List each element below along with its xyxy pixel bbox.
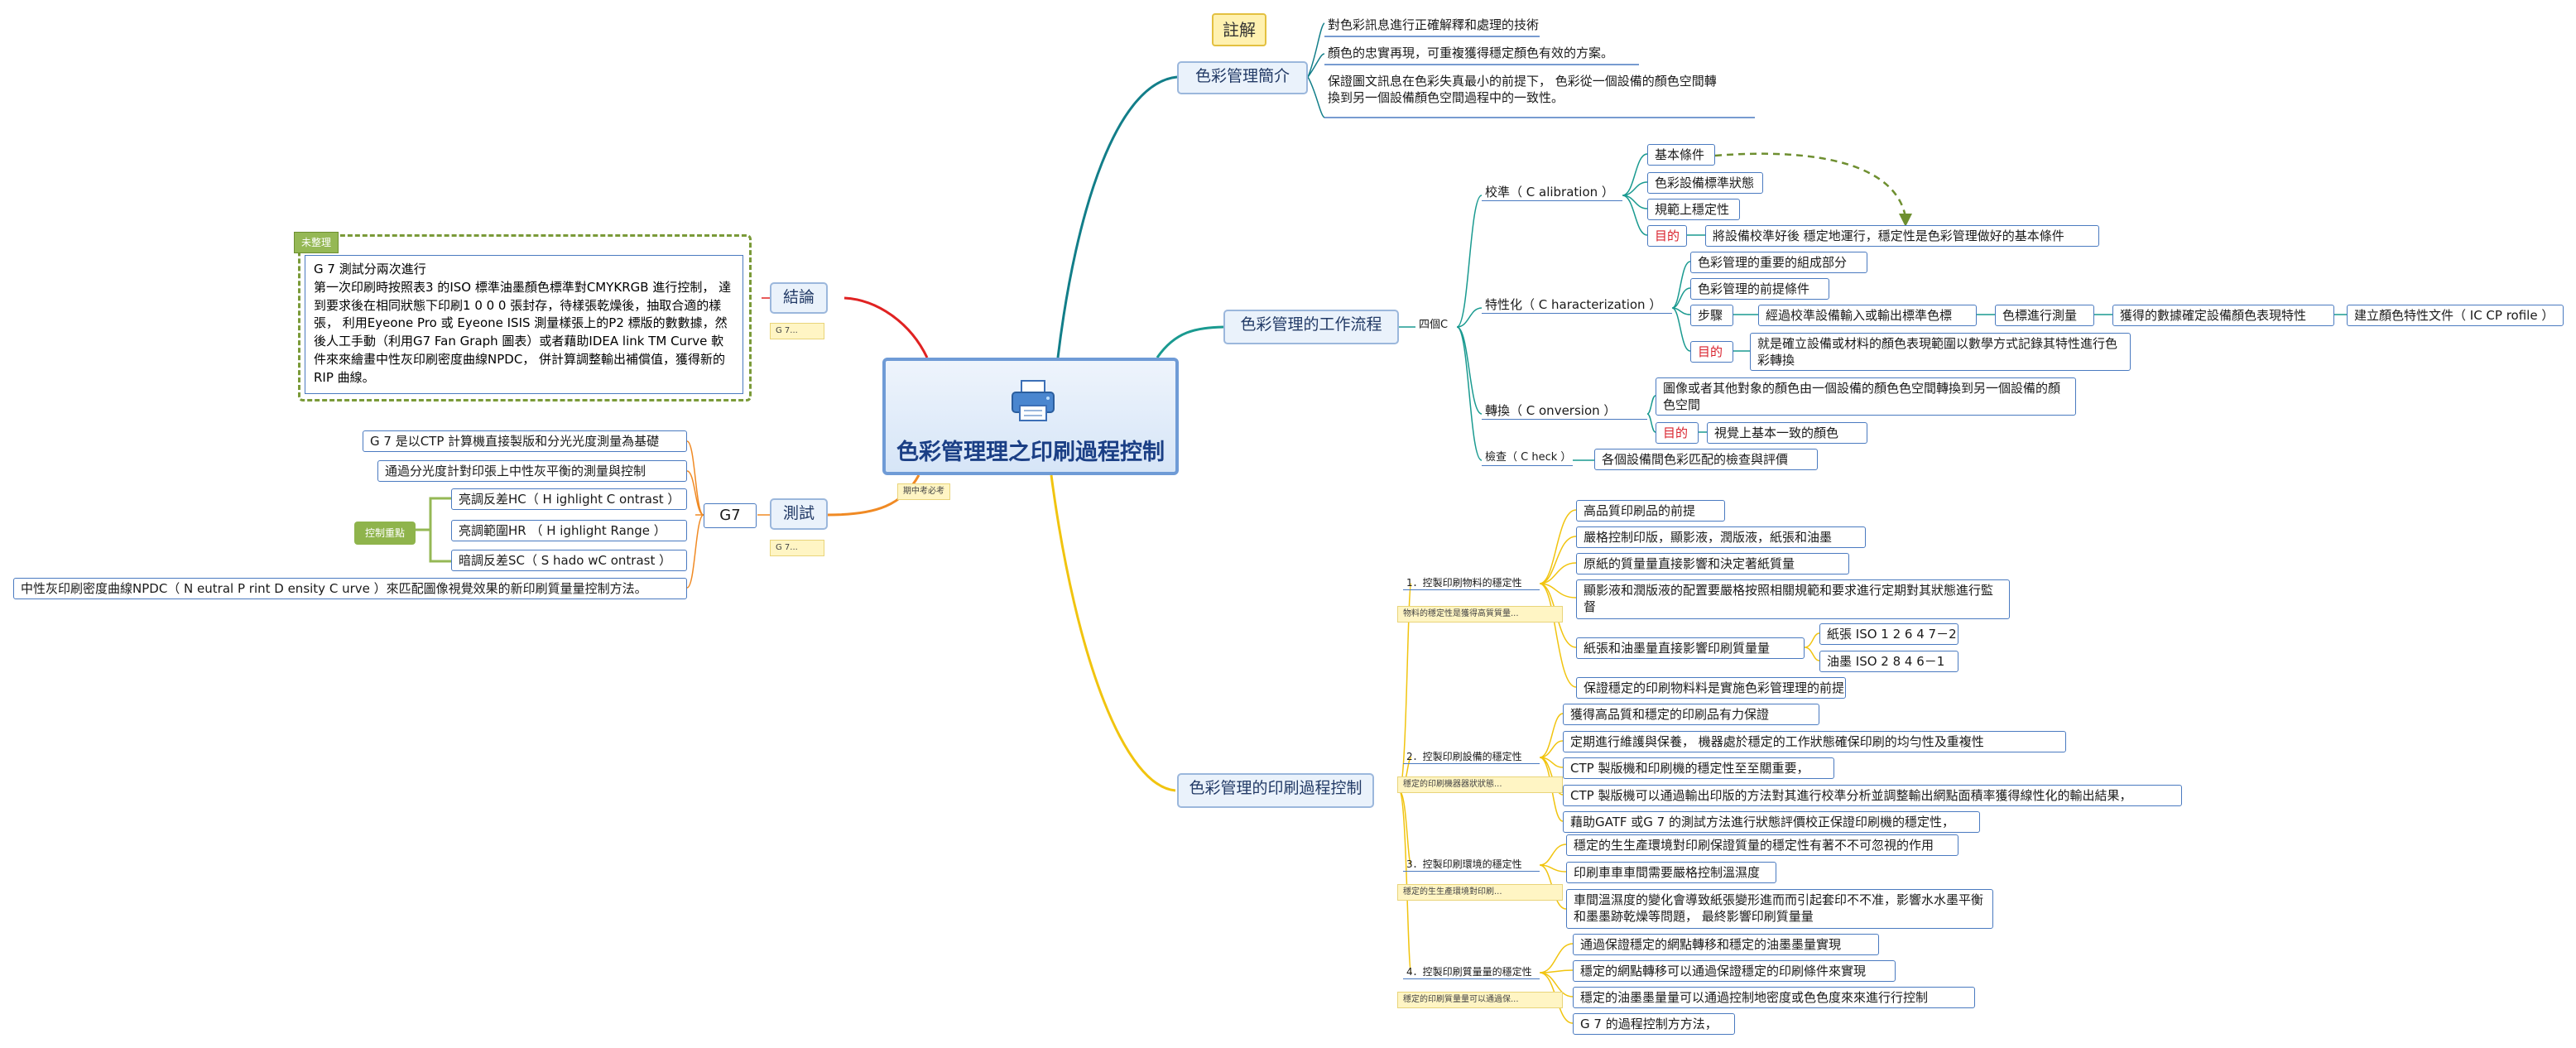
intro-item-3[interactable]: 保證圖文訊息在色彩失真最小的前提下， 色彩從一個設備的顏色空間轉換到另一個設備顏… xyxy=(1328,74,1717,106)
print-group-2[interactable]: 2．控製印刷設備的穩定性 xyxy=(1403,750,1540,765)
print-1-sub-2[interactable]: 油墨 ISO 2 8 4 6－1 xyxy=(1819,651,1958,673)
steps-label[interactable]: 步驟 xyxy=(1690,305,1733,327)
branch-test[interactable]: 測試 xyxy=(770,498,828,530)
summary-frame xyxy=(298,234,752,401)
printer-icon xyxy=(1012,380,1055,421)
central-title: 色彩管理理之印刷過程控制 xyxy=(896,440,1165,465)
test-control-2[interactable]: 亮調範圍HR （ H ighlight Range ） xyxy=(451,520,687,542)
conversion-goal-label[interactable]: 目的 xyxy=(1656,422,1699,445)
connector-conclusion xyxy=(843,296,929,358)
intro-item-2[interactable]: 顏色的忠實再現，可重複獲得穩定顏色有效的方案。 xyxy=(1328,46,1614,60)
calibration-node[interactable]: 校準（ C alibration ） xyxy=(1482,184,1622,202)
print-3-item-3[interactable]: 車間溫濕度的變化會導致紙張變形進而而引起套印不不准，影響水水墨平衡和墨墨跡乾燥等… xyxy=(1566,889,1993,929)
connector-print xyxy=(1050,474,1176,792)
print-1-item-3[interactable]: 原紙的質量量直接影響和決定著紙質量 xyxy=(1576,553,1849,575)
characterization-node[interactable]: 特性化（ C haracterization ） xyxy=(1482,296,1672,315)
control-tag[interactable]: 控制重點 xyxy=(354,522,416,545)
check-text[interactable]: 各個設備間色彩匹配的檢查與評價 xyxy=(1594,449,1818,471)
check-node[interactable]: 檢查（ C heck ） xyxy=(1482,450,1573,466)
print-2-item-5[interactable]: 藉助GATF 或G 7 的測試方法進行狀態評價校正保證印刷機的穩定性， xyxy=(1563,811,1980,834)
four-c-label: 四個C xyxy=(1419,319,1449,331)
print-4-item-4[interactable]: G 7 的過程控制方方法， xyxy=(1573,1013,1735,1036)
relationship-arrow xyxy=(1714,152,1907,218)
connector-intro xyxy=(1056,75,1178,358)
step-1[interactable]: 經過校準設備輸入或輸出標準色標 xyxy=(1758,305,1977,327)
test-item-1[interactable]: G 7 是以CTP 計算機直接製版和分光光度測量為基礎 xyxy=(363,430,687,453)
print-4-item-3[interactable]: 穩定的油墨墨量量可以通過控制地密度或色色度來來進行行控制 xyxy=(1573,987,1975,1009)
calibration-goal-text[interactable]: 將設備校準好後 穩定地運行，穩定性是色彩管理做好的基本條件 xyxy=(1705,225,2099,248)
comment-callout[interactable]: 註解 xyxy=(1212,13,1266,46)
branch-workflow[interactable]: 色彩管理的工作流程 xyxy=(1223,310,1399,344)
step-3[interactable]: 獲得的數據確定設備顏色表現特性 xyxy=(2112,305,2334,327)
intro-item-1[interactable]: 對色彩訊息進行正確解釋和處理的技術 xyxy=(1328,17,1540,32)
conversion-goal-text[interactable]: 視覺上基本一致的顏色 xyxy=(1707,422,1867,445)
print-1-item-6[interactable]: 保證穩定的印刷物料料是實施色彩管理理的前提 xyxy=(1576,677,1846,699)
characterization-item-2[interactable]: 色彩管理的前提條件 xyxy=(1690,278,1829,300)
print-2-item-4[interactable]: CTP 製版機可以通過輸出印版的方法對其進行校準分析並調整輸出網點面積率獲得線性… xyxy=(1563,785,2182,807)
branch-conclusion[interactable]: 結論 xyxy=(770,282,828,314)
calibration-item-2[interactable]: 色彩設備標準狀態 xyxy=(1647,172,1763,195)
print-1-sub-1[interactable]: 紙張 ISO 1 2 6 4 7－2 xyxy=(1819,623,1958,646)
step-4[interactable]: 建立顏色特性文件（ IC CP rofile ） xyxy=(2347,305,2564,327)
print-3-item-1[interactable]: 穩定的生生產環境對印刷保證質量的穩定性有著不不可忽視的作用 xyxy=(1566,834,1958,857)
test-npdc[interactable]: 中性灰印刷密度曲線NPDC（ N eutral P rint D ensity … xyxy=(13,578,687,600)
g7-node[interactable]: G7 xyxy=(704,503,757,528)
summary-tag[interactable]: 未整理 xyxy=(294,232,339,253)
conclusion-note[interactable]: G 7... xyxy=(770,323,824,339)
calibration-item-3[interactable]: 規範上穩定性 xyxy=(1647,199,1740,221)
conversion-text[interactable]: 圖像或者其他對象的顏色由一個設備的顏色色空間轉換到另一個設備的顏色空間 xyxy=(1656,377,2076,416)
print-group-3[interactable]: 3．控製印刷環境的穩定性 xyxy=(1403,858,1540,873)
calibration-goal-label[interactable]: 目的 xyxy=(1647,225,1687,248)
test-item-2[interactable]: 通過分光度計對印張上中性灰平衡的測量與控制 xyxy=(377,460,687,483)
print-2-item-1[interactable]: 獲得高品質和穩定的印刷品有力保證 xyxy=(1563,704,1819,726)
print-1-item-1[interactable]: 高品質印刷品的前提 xyxy=(1576,500,1725,522)
print-group-1[interactable]: 1．控製印刷物料的穩定性 xyxy=(1403,576,1540,591)
print-1-item-5[interactable]: 紙張和油墨量直接影響印刷質量量 xyxy=(1576,637,1805,660)
central-topic[interactable]: 色彩管理理之印刷過程控制 xyxy=(882,358,1179,475)
print-2-item-3[interactable]: CTP 製版機和印刷機的穩定性至至關重要， xyxy=(1563,757,1834,780)
print-1-item-4[interactable]: 顯影液和潤版液的配置要嚴格按照相關規範和要求進行定期對其狀態進行監督 xyxy=(1576,579,2010,619)
print-2-item-2[interactable]: 定期進行維護與保養， 機器處於穩定的工作狀態確保印刷的均勻性及重複性 xyxy=(1563,731,2066,753)
calibration-item-1[interactable]: 基本條件 xyxy=(1647,144,1715,166)
step-2[interactable]: 色標進行測量 xyxy=(1995,305,2094,327)
characterization-item-1[interactable]: 色彩管理的重要的組成部分 xyxy=(1690,252,1867,274)
print-group-3-note[interactable]: 穩定的生生產環境對印刷... xyxy=(1397,884,1563,901)
branch-intro[interactable]: 色彩管理簡介 xyxy=(1177,61,1308,94)
print-group-2-note[interactable]: 穩定的印刷機器器狀狀態... xyxy=(1397,776,1563,793)
characterization-goal-label[interactable]: 目的 xyxy=(1690,341,1733,363)
print-4-item-2[interactable]: 穩定的網點轉移可以通過保證穩定的印刷條件來實現 xyxy=(1573,960,1896,983)
print-group-1-note[interactable]: 物料的穩定性是獲得高質質量... xyxy=(1397,606,1563,623)
test-control-3[interactable]: 暗調反差SC（ S hado wC ontrast ） xyxy=(451,550,687,572)
characterization-goal-text[interactable]: 就是確立設備或材料的顏色表現範圍以數學方式記錄其特性進行色彩轉換 xyxy=(1750,333,2131,371)
print-1-item-2[interactable]: 嚴格控制印版，顯影液，潤版液，紙張和油墨 xyxy=(1576,526,1866,549)
test-control-1[interactable]: 亮調反差HC（ H ighlight C ontrast ） xyxy=(451,488,687,511)
central-note[interactable]: 期中考必考 xyxy=(897,483,950,500)
test-note[interactable]: G 7... xyxy=(770,540,824,556)
print-group-4[interactable]: 4．控製印刷質量量的穩定性 xyxy=(1403,965,1540,980)
branch-print[interactable]: 色彩管理的印刷過程控制 xyxy=(1177,773,1374,808)
print-4-item-1[interactable]: 通過保證穩定的網點轉移和穩定的油墨墨量實現 xyxy=(1573,934,1879,956)
print-group-4-note[interactable]: 穩定的印刷質量量可以通過保... xyxy=(1397,992,1563,1008)
summary-text[interactable]: G 7 測試分兩次進行 第一次印刷時按照表3 的ISO 標準油墨顏色標準對CMY… xyxy=(305,255,743,394)
print-3-item-2[interactable]: 印刷車車車間需要嚴格控制溫濕度 xyxy=(1566,862,1776,884)
connector-workflow xyxy=(1156,325,1224,358)
conversion-node[interactable]: 轉換（ C onversion ） xyxy=(1482,402,1647,421)
